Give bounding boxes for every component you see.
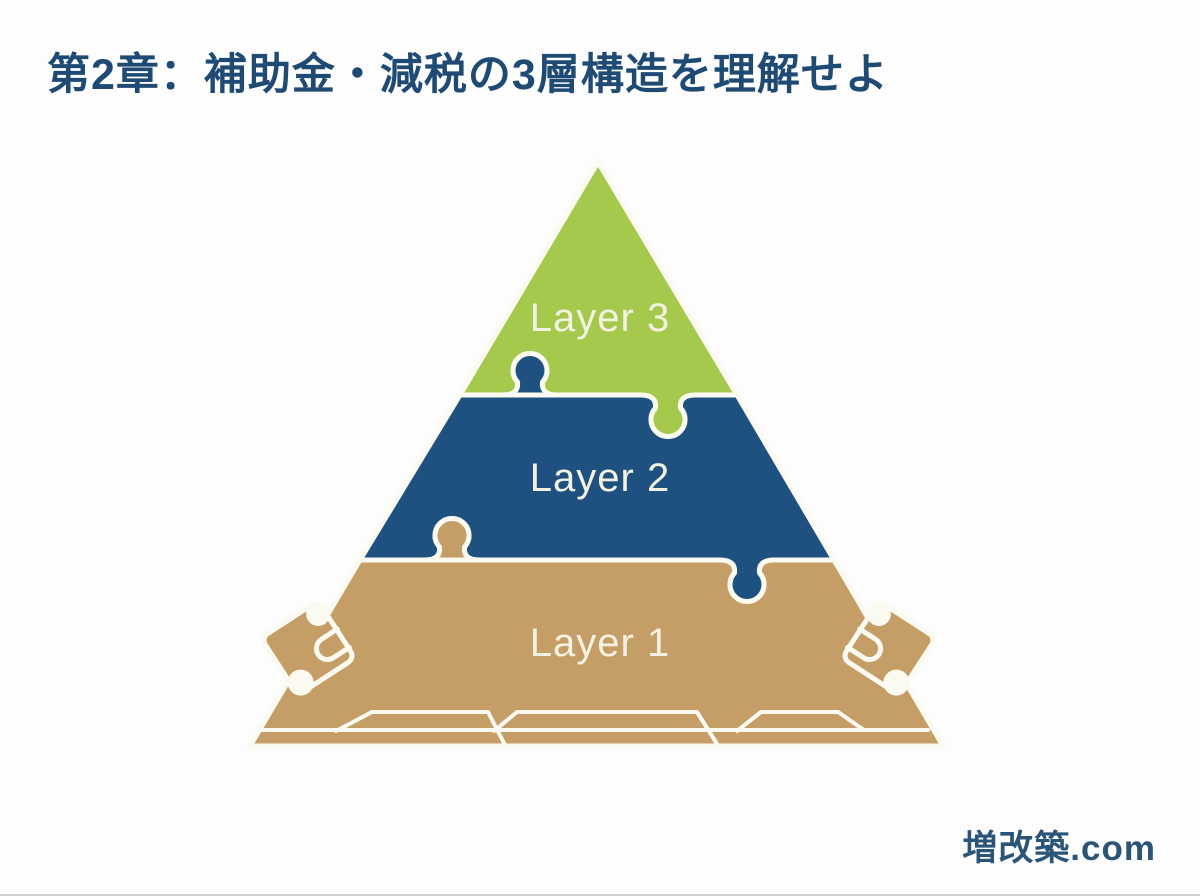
puzzle-piece-right xyxy=(842,601,936,696)
layer-2-label: Layer 2 xyxy=(530,456,670,500)
site-watermark: 増改築.com xyxy=(962,829,1156,868)
base-facet-lines xyxy=(260,710,930,749)
page-title: 第2章：補助金・減税の3層構造を理解せよ xyxy=(47,51,889,99)
puzzle-hole-icon xyxy=(866,602,891,627)
puzzle-hole-icon xyxy=(306,602,331,627)
bottom-edge-artifact xyxy=(0,894,1200,896)
puzzle-hole-icon xyxy=(883,669,910,696)
puzzle-socket-icon xyxy=(313,626,352,662)
puzzle-knob-blue-up xyxy=(500,351,560,398)
puzzle-piece-left xyxy=(261,601,355,696)
layer-3-label: Layer 3 xyxy=(530,296,670,340)
layer-1-label: Layer 1 xyxy=(530,621,670,665)
puzzle-hole-icon xyxy=(287,669,314,696)
puzzle-knob-tan-up xyxy=(422,516,482,563)
puzzle-socket-icon xyxy=(845,626,884,662)
